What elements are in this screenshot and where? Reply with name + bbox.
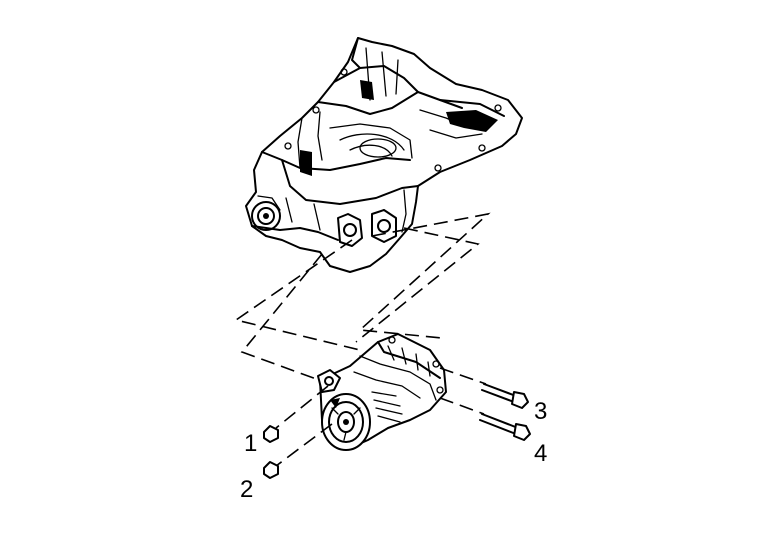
callout-1: 1 <box>244 430 258 457</box>
bolt-3-icon <box>481 383 529 409</box>
bolt-leaders <box>275 367 487 467</box>
oil-pan-icon <box>245 37 523 273</box>
callout-2: 2 <box>240 476 254 503</box>
callout-3: 3 <box>534 398 548 425</box>
bolt-2-icon <box>263 461 279 479</box>
bolt-1-icon <box>263 425 279 443</box>
callout-4: 4 <box>534 440 548 467</box>
compressor-icon <box>317 333 447 451</box>
alignment-leaders <box>234 212 491 385</box>
bolt-4-icon <box>479 413 531 441</box>
